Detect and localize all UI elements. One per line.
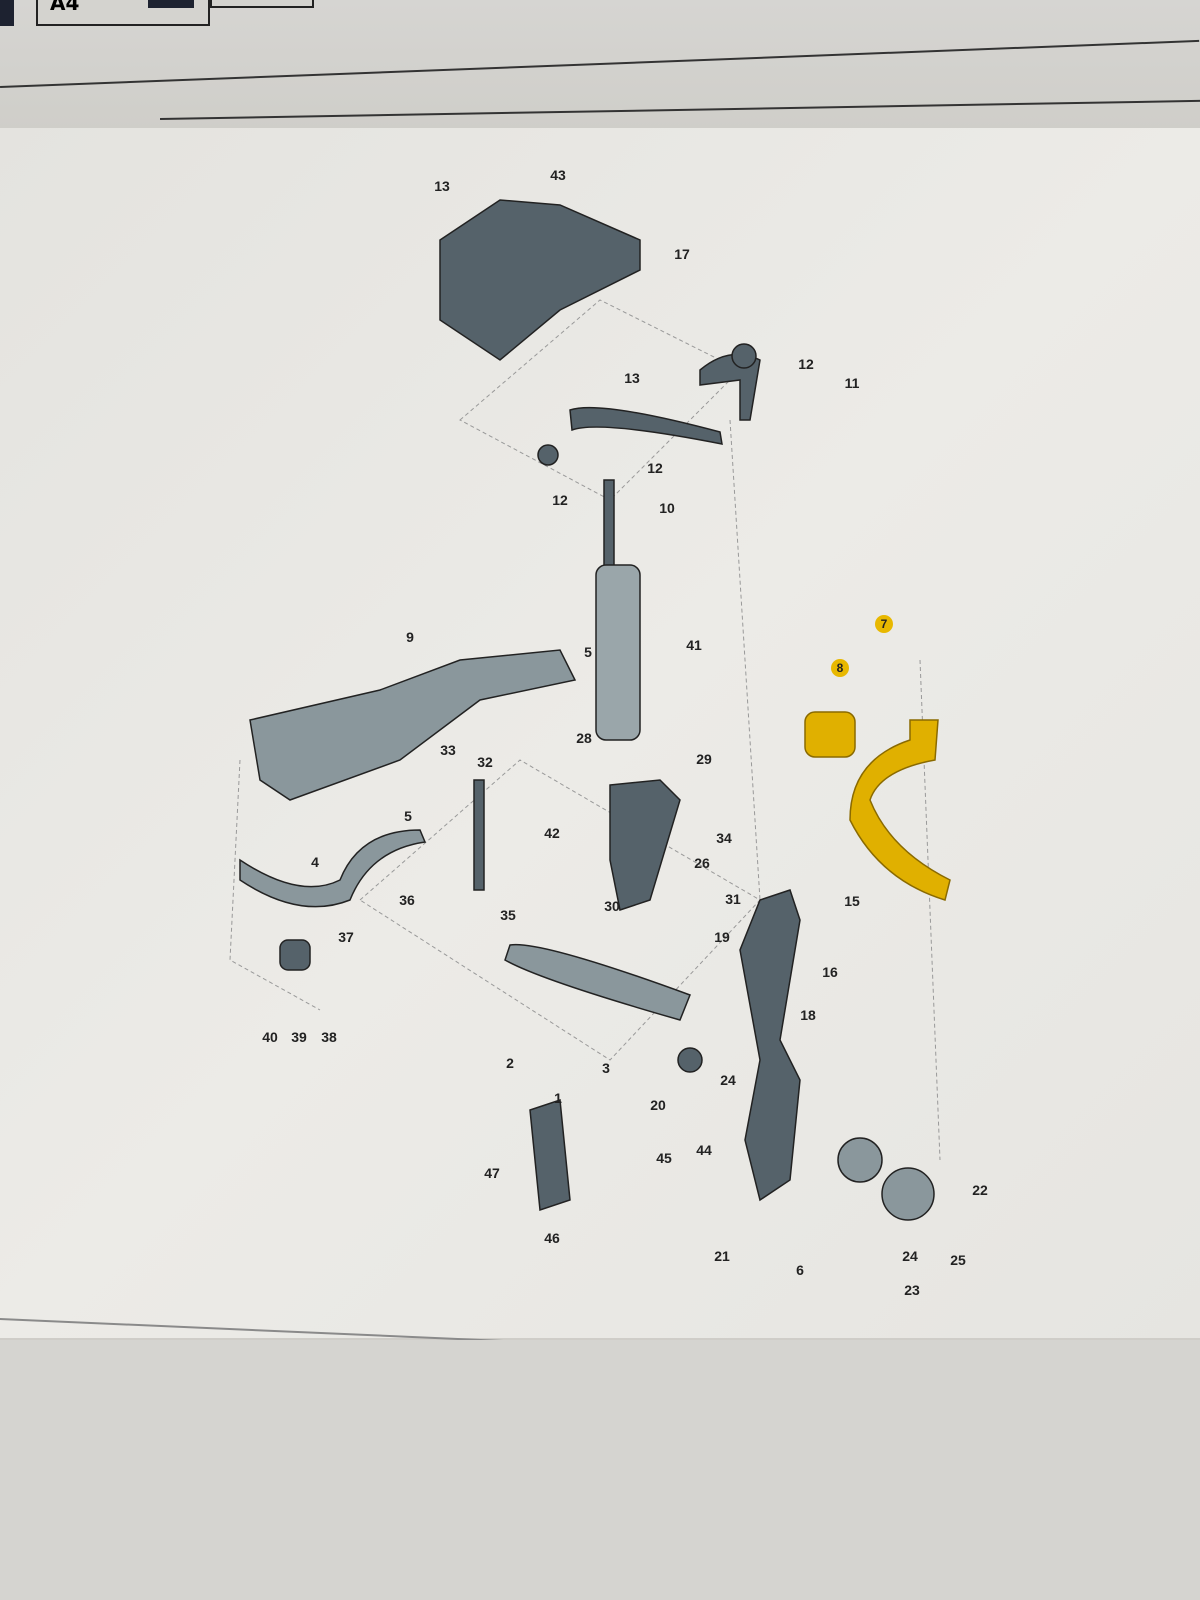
shock-absorber-41 [595,564,641,741]
upper-arm-10 [569,406,723,445]
part-label[interactable]: 39 [291,1029,307,1045]
part-label[interactable]: 17 [674,246,690,262]
part-label[interactable]: 4 [311,854,319,870]
wheel-carrier-18 [739,889,801,1202]
part-label[interactable]: 33 [440,742,456,758]
part-label[interactable]: 2 [506,1055,514,1071]
part-label[interactable]: 47 [484,1165,500,1181]
lower-panel [0,1340,1200,1600]
part-label[interactable]: 1 [554,1090,562,1106]
part-label[interactable]: 26 [694,855,710,871]
part-label[interactable]: 35 [500,907,516,923]
part-label[interactable]: 6 [796,1262,804,1278]
part-label[interactable]: 21 [714,1248,730,1264]
part-label[interactable]: 5 [404,808,412,824]
toolbar-block [0,0,14,26]
subframe-mount-17 [439,199,641,361]
part-label[interactable]: 38 [321,1029,337,1045]
part-label[interactable]: 9 [406,629,414,645]
part-label[interactable]: 41 [686,637,702,653]
part-label[interactable]: 31 [725,891,741,907]
part-label[interactable]: 13 [624,370,640,386]
part-label[interactable]: 12 [647,460,663,476]
bushing-8-highlighted [804,711,856,758]
bushing-38 [279,939,311,971]
part-label[interactable]: 23 [904,1282,920,1298]
part-label[interactable]: 34 [716,830,732,846]
stabilizer-bar-37 [239,829,427,908]
part-label[interactable]: 32 [477,754,493,770]
part-label[interactable]: 16 [822,964,838,980]
tab-dark[interactable] [148,0,194,8]
wheel-hub [881,1167,935,1221]
part-label[interactable]: 44 [696,1142,712,1158]
shock-rod [603,479,615,571]
part-label[interactable]: 30 [604,898,620,914]
part-label-highlighted[interactable]: 8 [831,659,849,677]
bushing-12 [731,343,757,369]
subframe [249,649,577,801]
part-label[interactable]: 18 [800,1007,816,1023]
part-label[interactable]: 12 [798,356,814,372]
part-label[interactable]: 40 [262,1029,278,1045]
part-label[interactable]: 25 [950,1252,966,1268]
part-label[interactable]: 36 [399,892,415,908]
guide-line [359,759,761,1061]
guide-line [229,759,321,1011]
part-label[interactable]: 5 [584,644,592,660]
part-label[interactable]: 29 [696,751,712,767]
part-label[interactable]: 10 [659,500,675,516]
part-label[interactable]: 19 [714,929,730,945]
bracket-46 [529,1098,571,1212]
lower-arm-1 [504,943,691,1021]
part-label[interactable]: 28 [576,730,592,746]
part-label[interactable]: 43 [550,167,566,183]
control-arm-7-highlighted [849,719,951,901]
part-label[interactable]: 45 [656,1150,672,1166]
bushing-12 [537,444,559,466]
part-label[interactable]: 11 [844,375,860,391]
part-label[interactable]: 12 [552,492,568,508]
knuckle-26 [609,779,681,911]
toolbar: A4 [0,0,1200,130]
ball-joint-20 [677,1047,703,1073]
part-label[interactable]: 24 [902,1248,918,1264]
part-label-highlighted[interactable]: 7 [875,615,893,633]
tab-blank[interactable] [210,0,314,8]
guide-line [459,299,741,501]
link-32 [473,779,485,891]
part-label[interactable]: 46 [544,1230,560,1246]
part-label[interactable]: 3 [602,1060,610,1076]
part-label[interactable]: 20 [650,1097,666,1113]
tab-label: A4 [50,0,80,15]
part-label[interactable]: 22 [972,1182,988,1198]
part-label[interactable]: 24 [720,1072,736,1088]
wheel-bearing-22 [837,1137,883,1183]
part-label[interactable]: 37 [338,929,354,945]
part-label[interactable]: 15 [844,893,860,909]
part-label[interactable]: 13 [434,178,450,194]
part-label[interactable]: 42 [544,825,560,841]
guide-line [729,419,941,1161]
